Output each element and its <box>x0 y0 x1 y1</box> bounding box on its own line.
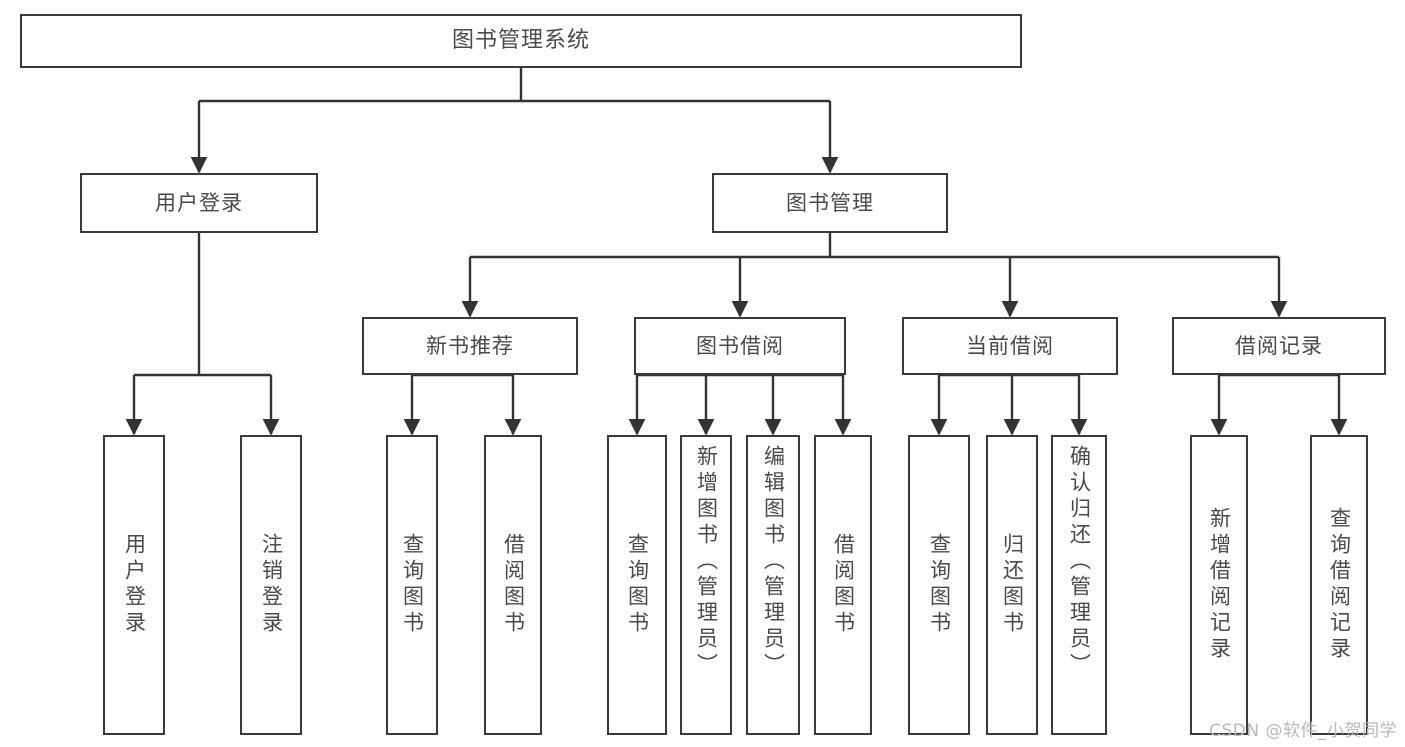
node-label: 借阅记录 <box>1235 333 1323 358</box>
node-label: 查询图书 <box>400 533 425 637</box>
node-label: 确认归还（管理员） <box>1067 445 1092 679</box>
node-label: 图书借阅 <box>696 333 784 358</box>
node-leaf-query-book-1[interactable]: 查询图书 <box>386 435 438 735</box>
node-label: 用户登录 <box>122 533 147 637</box>
node-book-borrow[interactable]: 图书借阅 <box>634 317 846 375</box>
node-leaf-logout[interactable]: 注销登录 <box>240 435 302 735</box>
node-label: 新书推荐 <box>426 333 514 358</box>
node-label: 编辑图书（管理员） <box>761 445 786 679</box>
node-label: 借阅图书 <box>831 533 856 637</box>
node-label: 新增图书（管理员） <box>694 445 719 679</box>
node-user-login[interactable]: 用户登录 <box>80 173 318 233</box>
node-label: 查询借阅记录 <box>1327 507 1352 663</box>
node-leaf-borrow-book-1[interactable]: 借阅图书 <box>484 435 542 735</box>
node-borrow-record[interactable]: 借阅记录 <box>1172 317 1386 375</box>
node-label: 借阅图书 <box>501 533 526 637</box>
node-label: 当前借阅 <box>966 333 1054 358</box>
node-leaf-edit-book[interactable]: 编辑图书（管理员） <box>746 435 800 735</box>
node-label: 图书管理系统 <box>451 28 590 54</box>
watermark: CSDN @软件_小贺同学 <box>1209 721 1397 741</box>
node-root[interactable]: 图书管理系统 <box>20 14 1022 68</box>
node-leaf-query-book-3[interactable]: 查询图书 <box>908 435 970 735</box>
node-leaf-return-book[interactable]: 归还图书 <box>986 435 1038 735</box>
node-leaf-query-book-2[interactable]: 查询图书 <box>607 435 667 735</box>
node-label: 图书管理 <box>786 190 874 215</box>
node-leaf-user-login[interactable]: 用户登录 <box>103 435 165 735</box>
node-label: 归还图书 <box>1000 533 1025 637</box>
node-leaf-borrow-book-2[interactable]: 借阅图书 <box>814 435 872 735</box>
node-new-book-recommend[interactable]: 新书推荐 <box>362 317 578 375</box>
node-book-manage[interactable]: 图书管理 <box>712 173 948 233</box>
node-leaf-add-book[interactable]: 新增图书（管理员） <box>680 435 732 735</box>
node-label: 用户登录 <box>155 190 243 215</box>
node-current-borrow[interactable]: 当前借阅 <box>902 317 1118 375</box>
node-leaf-add-record[interactable]: 新增借阅记录 <box>1190 435 1248 735</box>
node-label: 查询图书 <box>625 533 650 637</box>
node-label: 注销登录 <box>259 533 284 637</box>
node-leaf-query-record[interactable]: 查询借阅记录 <box>1310 435 1368 735</box>
node-leaf-confirm-return[interactable]: 确认归还（管理员） <box>1051 435 1107 735</box>
node-label: 查询图书 <box>927 533 952 637</box>
node-label: 新增借阅记录 <box>1207 507 1232 663</box>
